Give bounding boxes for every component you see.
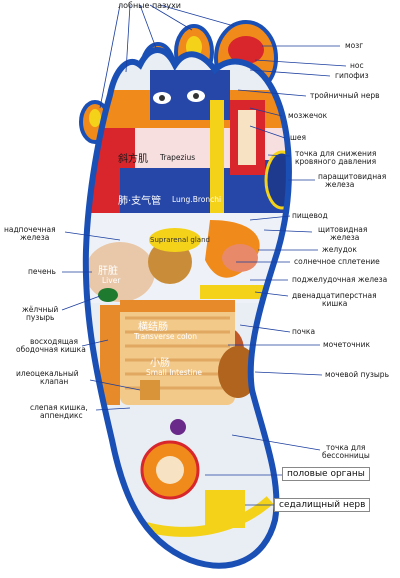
label-cecum-1: слепая кишка, bbox=[30, 403, 88, 412]
label-insomnia-1: точка для bbox=[326, 443, 366, 452]
inner-suprarenal: Suprarenal gland bbox=[150, 236, 210, 244]
label-kidney: почка bbox=[292, 327, 316, 336]
label-esophagus: пищевод bbox=[292, 211, 328, 220]
label-parathyroid-1: паращитовидная bbox=[318, 172, 387, 181]
inner-colon-cn: 横结肠 bbox=[138, 322, 168, 333]
label-gallbladder-2: пузырь bbox=[26, 313, 55, 322]
label-sciatic-nerve: седалищный нерв bbox=[274, 498, 371, 512]
label-gallbladder-1: жёлчный bbox=[22, 305, 59, 314]
label-duodenum-2: кишка bbox=[322, 299, 348, 308]
label-parathyroid-2: железа bbox=[325, 180, 355, 189]
label-neck: шея bbox=[290, 133, 306, 142]
label-adrenal-2: железа bbox=[20, 233, 50, 242]
label-bp-point-1: точка для снижения bbox=[295, 149, 377, 158]
label-ascending-2: ободочная кишка bbox=[16, 345, 86, 354]
label-cerebellum: мозжечок bbox=[288, 111, 328, 120]
inner-liver: Liver bbox=[102, 276, 121, 285]
label-brain: мозг bbox=[345, 41, 364, 50]
label-cecum-2: аппендикс bbox=[40, 411, 83, 420]
inner-colon: Transverse colon bbox=[134, 332, 197, 341]
leader-lines-left bbox=[61, 4, 235, 411]
leader-lines-right bbox=[205, 45, 347, 506]
label-genitals: половые органы bbox=[282, 467, 370, 481]
inner-lung-cn: 肺·支气管 bbox=[118, 196, 162, 207]
label-duodenum-1: двенадцатиперстная bbox=[292, 291, 377, 300]
label-solar-plexus: солнечное сплетение bbox=[294, 257, 380, 266]
label-thyroid-1: щитовидная bbox=[318, 225, 368, 234]
label-adrenal-1: надпочечная bbox=[4, 225, 56, 234]
label-nose: нос bbox=[350, 61, 364, 70]
label-trigeminal: тройничный нерв bbox=[310, 91, 380, 100]
inner-small: Small Intestine bbox=[146, 368, 203, 377]
label-ascending-1: восходящая bbox=[30, 337, 79, 346]
label-stomach: желудок bbox=[322, 245, 357, 254]
inner-trapezius: Trapezius bbox=[160, 153, 196, 162]
label-pituitary: гипофиз bbox=[335, 71, 369, 80]
label-bp-point-2: кровяного давления bbox=[295, 157, 377, 166]
inner-small-cn: 小肠 bbox=[150, 358, 170, 369]
label-pancreas: поджелудочная железа bbox=[292, 275, 388, 284]
label-frontal-sinuses: лобные пазухи bbox=[118, 1, 182, 10]
label-thyroid-2: железа bbox=[330, 233, 360, 242]
inner-trapezius-cn: 斜方肌 bbox=[118, 154, 148, 165]
label-ileocecal-1: илеоцекальный bbox=[16, 369, 79, 378]
label-ureter: мочеточник bbox=[323, 340, 370, 349]
label-insomnia-2: бессонницы bbox=[322, 451, 370, 460]
inner-lung: Lung.Bronchi bbox=[172, 195, 222, 204]
label-ileocecal-2: клапан bbox=[40, 377, 69, 386]
label-liver: печень bbox=[28, 267, 56, 276]
inner-liver-cn: 肝脏 bbox=[98, 266, 118, 277]
label-bladder: мочевой пузырь bbox=[325, 370, 389, 379]
